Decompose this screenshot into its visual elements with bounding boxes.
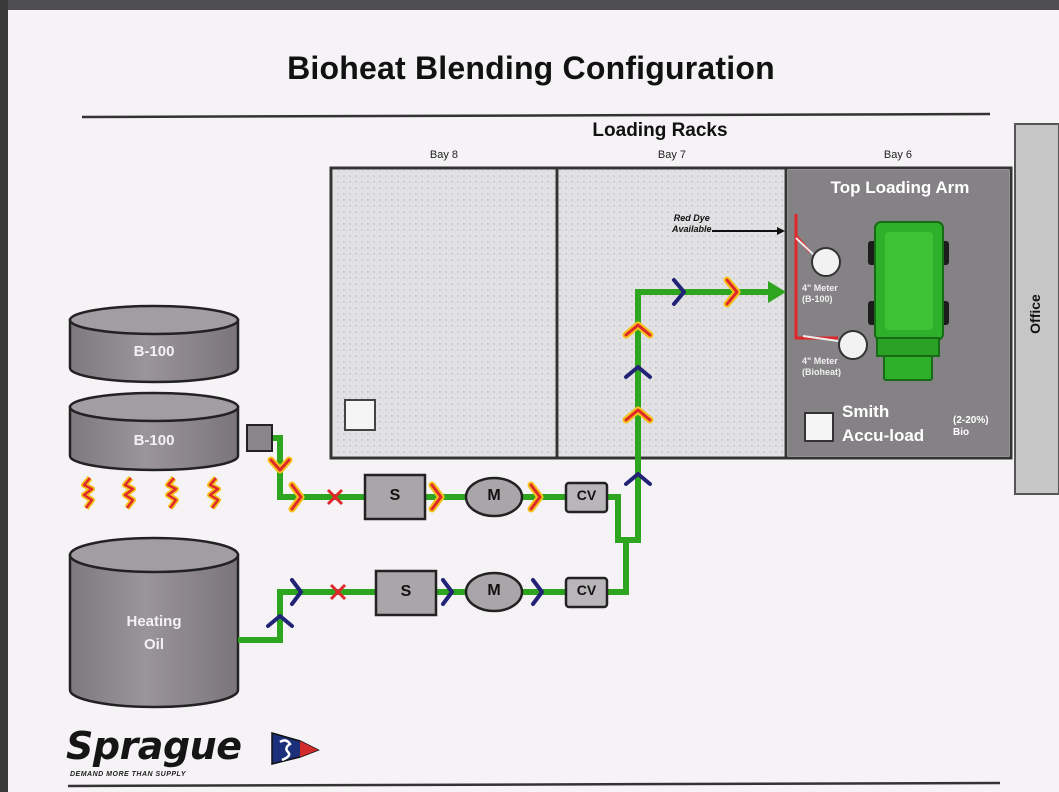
bay-6-label: Bay 6: [883, 149, 913, 161]
b100-tank-top: [68, 304, 240, 384]
heating-oil-label-line2: Oil: [143, 636, 164, 653]
strainer-heating-oil: [374, 569, 438, 617]
heating-oil-pipe: [238, 589, 376, 643]
meter-b100: [464, 476, 524, 518]
meter-b100-caption: 4" Meter (B-100): [802, 283, 838, 304]
bay-8-label: Bay 8: [429, 149, 459, 161]
b100-heated-tank-label: B-100: [133, 432, 175, 449]
block-valve-icons: [326, 488, 347, 601]
meter-b100-label: M: [487, 487, 501, 504]
meter-heating-oil: [464, 571, 524, 613]
b100-valve-box: [246, 424, 273, 452]
bay-7-area: [559, 170, 784, 456]
truck-icon: [868, 221, 949, 381]
footer-line: [67, 781, 1001, 788]
meter-bioheat-caption: 4" Meter (Bioheat): [802, 356, 841, 377]
strainer-b100-label: S: [389, 487, 401, 504]
loading-rack-frame: [329, 166, 1013, 460]
accu-load-controller-box: [804, 412, 834, 442]
heating-oil-flow-arrows: [266, 278, 686, 628]
office-panel: [1014, 123, 1059, 495]
blending-diagram: [67, 112, 1059, 788]
smith-accu-load-label: Smith Accu-load: [842, 402, 925, 445]
flow-outlet-arrow: [768, 281, 786, 303]
b100-tank-heated: [68, 391, 240, 472]
bay-7-label: Bay 7: [657, 149, 687, 161]
b100-flow-arrows: [267, 276, 741, 513]
window-frame-top: [0, 0, 1059, 12]
strainer-heating-oil-label: S: [400, 583, 412, 600]
office-label: Office: [1027, 294, 1043, 334]
check-valve-b100-label: CV: [576, 487, 597, 503]
heating-oil-tank: [68, 536, 240, 709]
blend-percentage-label: (2-20%) Bio: [953, 415, 989, 438]
strainer-b100: [363, 473, 427, 521]
heating-oil-label-line1: Heating: [126, 613, 182, 630]
slide: Bioheat Blending Configuration Loading R…: [8, 10, 1059, 792]
title-underline: [81, 112, 991, 119]
bay-8-controller-box: [344, 399, 376, 431]
meter-b100-dial: [811, 247, 841, 277]
red-dye-label: Red Dye Available: [672, 213, 712, 234]
heat-element-icons: [81, 476, 221, 510]
page-title: Bioheat Blending Configuration: [287, 50, 775, 86]
sprague-flag-icon: [271, 732, 320, 765]
top-loading-arm-label: Top Loading Arm: [830, 178, 970, 197]
loading-racks-title: Loading Racks: [592, 120, 728, 141]
check-valve-heating-oil: [564, 576, 609, 609]
sprague-tagline: DEMAND MORE THAN SUPPLY: [70, 771, 186, 778]
meter-bioheat-dial: [838, 330, 868, 360]
sprague-logo-text: Sprague: [66, 724, 242, 768]
check-valve-b100: [564, 481, 609, 514]
window-frame-left: [0, 0, 8, 792]
b100-tank-label: B-100: [133, 343, 175, 360]
check-valve-heating-oil-label: CV: [576, 582, 597, 598]
meter-heating-oil-label: M: [487, 582, 501, 599]
